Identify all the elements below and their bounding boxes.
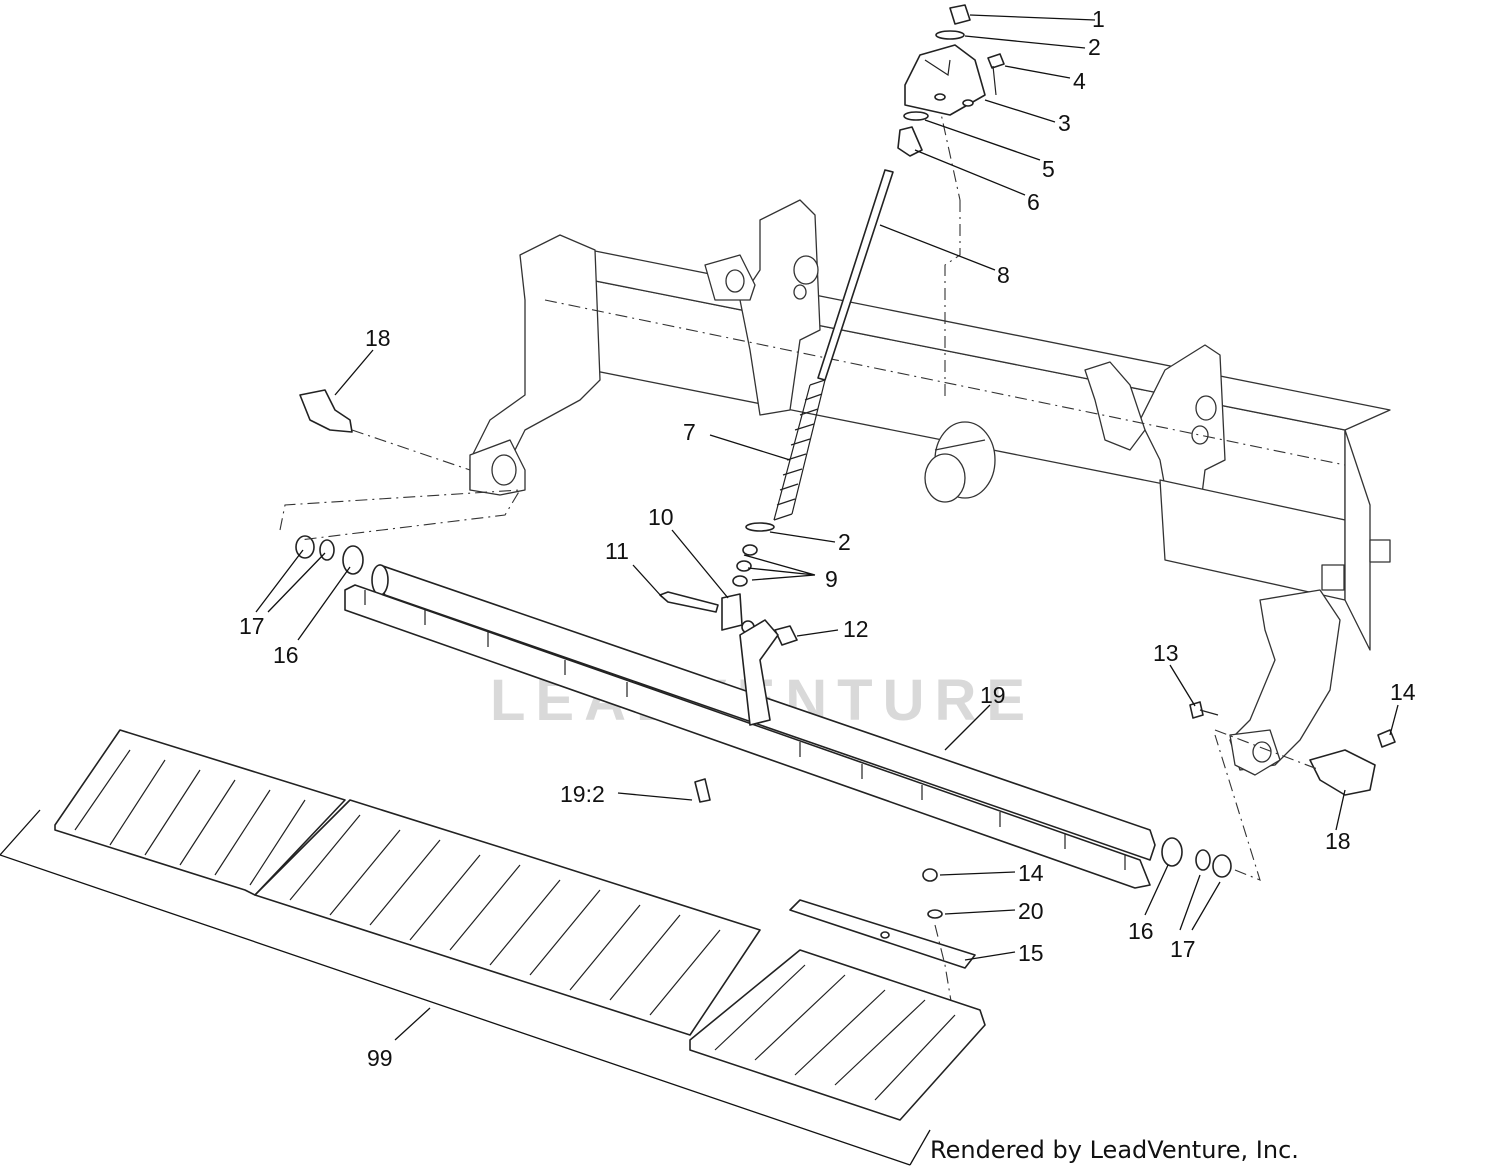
callout-99: 99: [367, 1045, 393, 1071]
callout-11: 11: [605, 538, 629, 564]
callout-17-left: 17: [239, 613, 265, 639]
callout-20: 20: [1018, 898, 1044, 924]
callout-18-right: 18: [1325, 828, 1351, 854]
callout-9: 9: [825, 566, 838, 592]
credit-text: Rendered by LeadVenture, Inc.: [930, 1136, 1299, 1164]
callout-15: 15: [1018, 940, 1044, 966]
leader-lines: [255, 14, 1399, 1041]
callout-2-top: 2: [1088, 34, 1101, 60]
callout-2-lower: 2: [838, 529, 851, 555]
callout-14-lower: 14: [1018, 860, 1044, 886]
callout-12: 12: [843, 616, 869, 642]
pivot-pin-left: [299, 389, 353, 433]
callout-5: 5: [1042, 156, 1055, 182]
callout-19: 19: [980, 682, 1006, 708]
callout-4: 4: [1073, 68, 1086, 94]
callout-3: 3: [1058, 110, 1071, 136]
deck-frame: [469, 99, 1391, 776]
callout-labels: 1 2 4 3 5 6 8 18 7 10 2 11 9 17 16 12 19…: [239, 6, 1416, 1071]
pivot-pin-right: [1309, 749, 1376, 796]
callout-17-right: 17: [1170, 936, 1196, 962]
callout-10: 10: [648, 504, 674, 530]
callout-6: 6: [1027, 189, 1040, 215]
callout-7: 7: [683, 419, 696, 445]
callout-1: 1: [1092, 6, 1105, 32]
callout-18-left: 18: [365, 325, 391, 351]
callout-8: 8: [997, 262, 1010, 288]
callout-16-left: 16: [273, 642, 299, 668]
callout-13: 13: [1153, 640, 1179, 666]
scraper-strip: [789, 868, 976, 1026]
mulching-mat: [0, 729, 986, 1166]
callout-19-2: 19:2: [560, 781, 605, 807]
callout-16-right: 16: [1128, 918, 1154, 944]
roller-shaft-assembly: [279, 489, 1396, 889]
callout-14-right: 14: [1390, 679, 1416, 705]
